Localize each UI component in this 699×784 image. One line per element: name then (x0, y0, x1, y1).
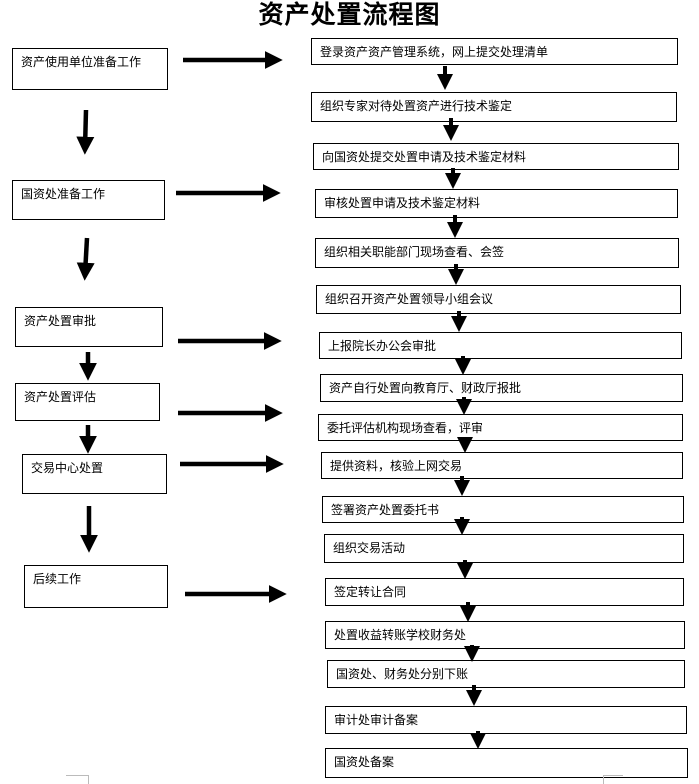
step-box: 国资处、财务处分别下账 (327, 660, 685, 688)
step-label: 国资处备案 (334, 755, 395, 769)
step-box: 国资处备案 (325, 748, 688, 778)
stage-label: 资产处置审批 (24, 314, 97, 328)
step-label: 国资处、财务处分别下账 (336, 667, 469, 681)
step-label: 处置收益转账学校财务处 (334, 628, 467, 642)
stage-box-unit-prep: 资产使用单位准备工作 (12, 48, 168, 90)
stage-box-trading-center: 交易中心处置 (22, 454, 167, 494)
arrow-vertical (76, 109, 95, 155)
step-box: 组织召开资产处置领导小组会议 (316, 285, 681, 314)
step-label: 上报院长办公会审批 (328, 339, 437, 353)
stage-label: 交易中心处置 (31, 461, 104, 475)
stage-label: 后续工作 (33, 572, 82, 586)
stage-box-office-prep: 国资处准备工作 (12, 180, 165, 220)
step-label: 签署资产处置委托书 (331, 503, 440, 517)
step-label: 组织交易活动 (333, 541, 406, 555)
stage-box-evaluation: 资产处置评估 (15, 383, 160, 421)
step-label: 签定转让合同 (334, 585, 407, 599)
step-box: 签署资产处置委托书 (322, 496, 684, 523)
step-label: 登录资产资产管理系统，网上提交处理清单 (320, 45, 549, 59)
page-corner-mark (603, 775, 604, 784)
step-box: 组织交易活动 (324, 534, 684, 563)
arrow-vertical (76, 237, 95, 281)
step-box: 委托评估机构现场查看，评审 (318, 414, 683, 441)
page-corner-mark (88, 775, 89, 784)
step-box: 组织专家对待处置资产进行技术鉴定 (311, 92, 677, 122)
page-corner-mark (66, 775, 88, 776)
step-label: 资产自行处置向教育厅、财政厅报批 (329, 381, 522, 395)
stage-box-approval: 资产处置审批 (15, 307, 163, 347)
stage-label: 资产处置评估 (24, 390, 97, 404)
step-box: 审核处置申请及技术鉴定材料 (315, 189, 678, 218)
step-label: 审计处审计备案 (334, 713, 419, 727)
step-box: 审计处审计备案 (325, 706, 687, 734)
step-label: 组织召开资产处置领导小组会议 (325, 292, 494, 306)
step-label: 组织专家对待处置资产进行技术鉴定 (320, 99, 513, 113)
step-box: 向国资处提交处置申请及技术鉴定材料 (313, 143, 679, 170)
step-box: 组织相关职能部门现场查看、会签 (315, 238, 679, 268)
step-box: 处置收益转账学校财务处 (325, 621, 685, 649)
step-box: 资产自行处置向教育厅、财政厅报批 (320, 374, 683, 402)
step-label: 向国资处提交处置申请及技术鉴定材料 (322, 150, 527, 164)
step-label: 审核处置申请及技术鉴定材料 (324, 196, 481, 210)
stage-label: 国资处准备工作 (21, 187, 106, 201)
stage-box-follow-up: 后续工作 (24, 565, 168, 608)
stage-label: 资产使用单位准备工作 (21, 55, 142, 69)
step-box: 签定转让合同 (325, 578, 684, 606)
step-box: 登录资产资产管理系统，网上提交处理清单 (311, 38, 678, 65)
step-label: 委托评估机构现场查看，评审 (327, 421, 484, 435)
step-box: 上报院长办公会审批 (319, 332, 682, 359)
step-box: 提供资料，核验上网交易 (321, 452, 683, 479)
step-label: 提供资料，核验上网交易 (330, 459, 463, 473)
diagram-title: 资产处置流程图 (258, 0, 441, 29)
page-corner-mark (603, 775, 623, 776)
step-label: 组织相关职能部门现场查看、会签 (324, 245, 505, 259)
